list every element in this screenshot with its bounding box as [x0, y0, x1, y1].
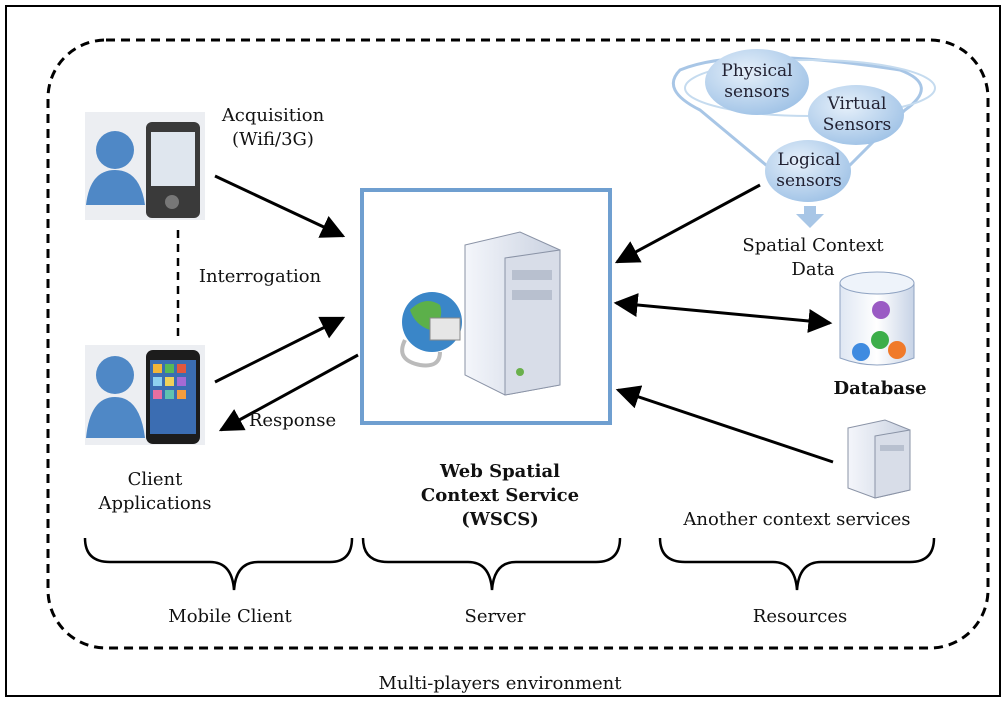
mobile-user-2-icon — [85, 345, 205, 445]
acquisition-label: Acquisition(Wifi/3G) — [221, 105, 325, 150]
virtual-sensors-blob — [808, 85, 904, 145]
database-icon — [839, 271, 915, 366]
database-label: Database — [833, 378, 927, 399]
another-context-services-label: Another context services — [683, 509, 911, 530]
response-label: Response — [248, 410, 337, 431]
outer-frame — [5, 5, 1001, 697]
interrogation-label: Interrogation — [198, 266, 322, 287]
down-arrow-icon — [796, 206, 824, 228]
globe-icon — [400, 292, 462, 368]
mobile-client-label: Mobile Client — [168, 606, 292, 627]
acquisition-arrow — [214, 174, 346, 238]
mobile-user-1-icon — [85, 112, 205, 220]
server-database-arrow — [613, 293, 833, 333]
mobile-client-brace — [83, 537, 354, 591]
logical-sensors-blob — [765, 140, 851, 202]
server-label: Server — [464, 606, 526, 627]
resources-label: Resources — [752, 606, 848, 627]
interrogation-arrow — [214, 316, 346, 384]
environment-boundary — [46, 38, 990, 650]
environment-label: Multi-players environment — [378, 673, 622, 694]
physical-sensors-blob — [705, 49, 809, 115]
response-arrow — [218, 353, 359, 432]
context-service-arrow — [615, 385, 834, 464]
context-server-icon — [847, 419, 911, 499]
sensor-funnel — [671, 49, 936, 228]
server-brace — [361, 537, 622, 591]
server-tower-icon — [464, 231, 561, 396]
sensors-to-server-arrow — [614, 183, 761, 264]
resources-brace — [658, 537, 936, 591]
